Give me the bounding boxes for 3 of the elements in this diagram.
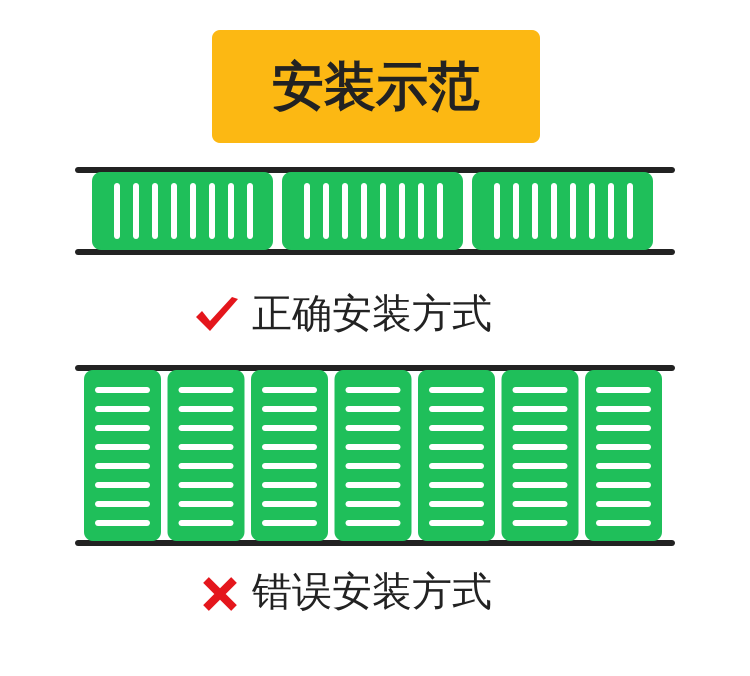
caption-text: 错误安装方式: [252, 568, 492, 617]
title-banner: 安装示范: [212, 30, 540, 143]
caption-text: 正确安装方式: [252, 290, 492, 339]
